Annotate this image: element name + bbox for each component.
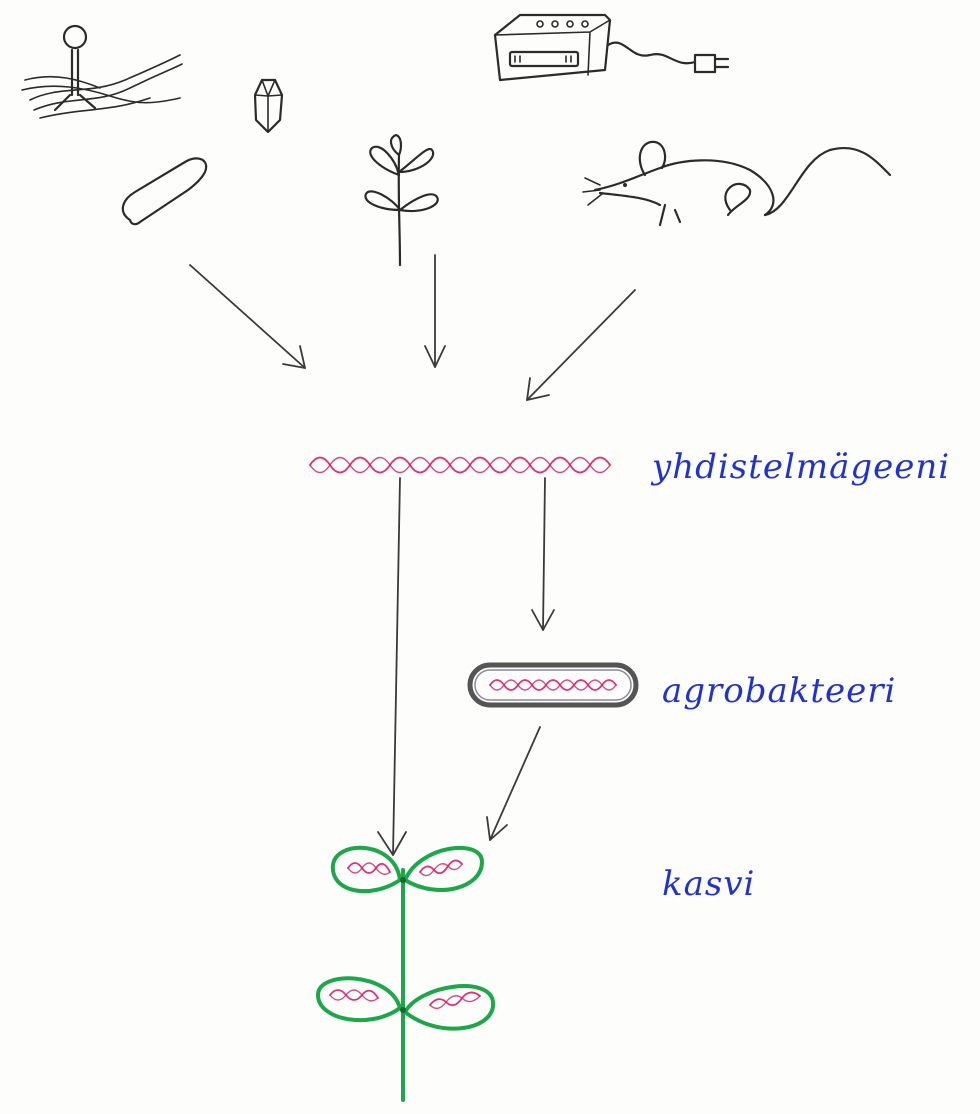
sprout-icon — [365, 135, 437, 265]
arrow-gene-to-plant — [393, 478, 400, 855]
label-plant: kasvi — [662, 864, 755, 904]
virus-icon — [22, 26, 182, 118]
mouse-icon — [583, 142, 890, 225]
arrows-to-gene — [190, 255, 635, 400]
label-recombinant-gene: yhdistelmägeeni — [650, 447, 950, 487]
electrophoresis-device-icon — [495, 15, 728, 80]
transgenic-plant-icon — [318, 848, 493, 1100]
arrow-animal-to-gene — [527, 290, 635, 400]
crystal-icon — [255, 80, 282, 132]
arrow-gene-to-agrobacterium — [543, 478, 545, 630]
arrow-agrobacterium-to-plant — [490, 727, 540, 840]
arrow-head-icon — [487, 817, 507, 840]
agrobacterium-icon — [470, 665, 636, 705]
arrow-microbe-to-gene — [190, 265, 305, 368]
label-agrobacterium: agrobakteeri — [662, 671, 896, 711]
recombinant-gene-dna — [310, 458, 610, 473]
bacterium-icon — [123, 158, 206, 224]
